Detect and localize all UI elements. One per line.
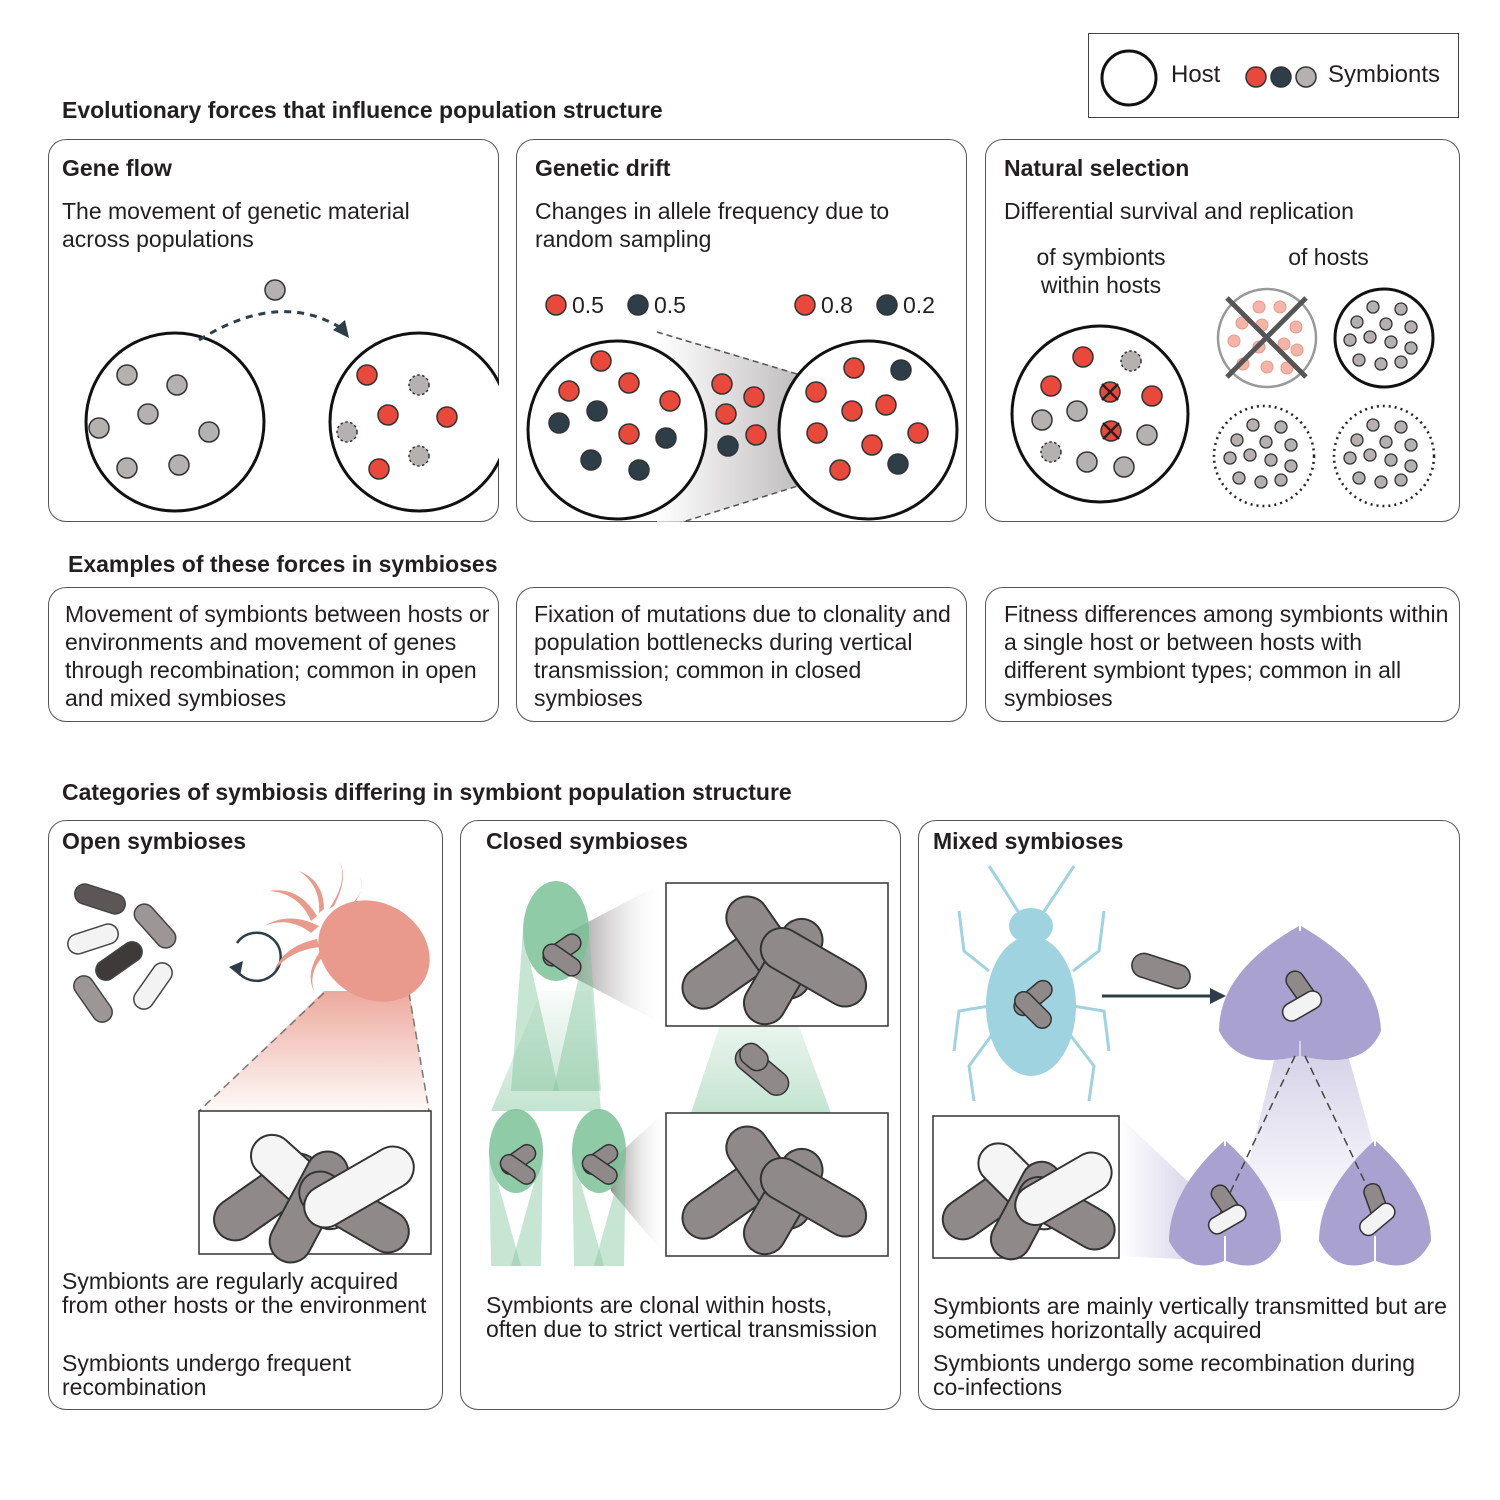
within-hosts-label: of symbionts within hosts [1036,244,1166,298]
legend-symbiont-dots [1245,66,1317,88]
mixed-text-1: Symbionts are mainly vertically transmit… [933,1293,1447,1343]
symbiont-dot-icon [876,294,898,316]
cycle-arrow-icon [229,931,282,983]
panel-mixed-symbioses: Mixed symbioses [918,820,1460,1410]
host-circle-icon [777,339,959,521]
gene-flow-description: The movement of genetic material across … [62,198,410,252]
closed-symbioses-title: Closed symbioses [486,828,688,854]
bacterium-rod-icon [67,883,177,1023]
open-symbioses-title: Open symbioses [62,828,247,854]
gene-flow-illustration [84,279,499,513]
open-text-2: Symbionts undergo frequent recombination [62,1350,351,1400]
symbiont-dot-icon [794,294,816,316]
example-gene-flow-text: Movement of symbionts between hosts or e… [65,601,490,711]
octopus-icon [264,861,430,1002]
section-examples-heading: Examples of these forces in symbioses [68,551,498,577]
symbiont-dot-icon [545,294,567,316]
mixed-text-2: Symbionts undergo some recombination dur… [933,1350,1415,1400]
cross-icon [1099,381,1121,403]
example-natural-selection: Fitness differences among symbionts with… [985,587,1460,722]
panel-natural-selection: Natural selection Differential survival … [985,139,1460,522]
panel-closed-symbioses: Closed symbioses [460,820,901,1410]
legend-host-label: Host [1171,61,1221,88]
panel-genetic-drift: Genetic drift Changes in allele frequenc… [516,139,967,522]
cicada-icon [572,1109,626,1266]
mixed-symbioses-illustration [932,865,1431,1266]
freq-after-red: 0.8 [821,292,853,318]
gene-flow-title: Gene flow [62,155,172,181]
natural-selection-title: Natural selection [1004,155,1190,181]
symbiont-dot-icon [1245,66,1267,88]
freq-after-dark: 0.2 [903,292,935,318]
example-genetic-drift-text: Fixation of mutations due to clonality a… [534,601,951,711]
genetic-drift-description: Changes in allele frequency due to rando… [535,198,890,252]
example-gene-flow: Movement of symbionts between hosts or e… [48,587,499,722]
open-text-1: Symbionts are regularly acquired from ot… [62,1268,427,1318]
symbiont-dot-icon [1295,66,1317,88]
freq-before-dark: 0.5 [654,292,686,318]
closed-symbioses-illustration [489,881,889,1266]
cross-icon [1100,420,1122,442]
of-hosts-label: of hosts [1288,244,1369,270]
freq-before-red: 0.5 [572,292,604,318]
host-circle-icon [84,331,266,513]
example-natural-selection-text: Fitness differences among symbionts with… [1004,601,1449,711]
legend-symbionts-label: Symbionts [1328,61,1441,88]
cicada-icon [489,1109,543,1266]
symbiont-dot-icon [1270,66,1292,88]
host-circle-icon [1100,49,1158,107]
legend-box: Host Symbionts [1088,33,1459,118]
open-symbioses-illustration [67,861,432,1264]
symbiont-dot-icon [627,294,649,316]
natural-selection-illustration [1010,287,1436,508]
genetic-drift-title: Genetic drift [535,155,671,181]
closed-text-1: Symbionts are clonal within hosts, often… [486,1292,878,1342]
example-genetic-drift: Fixation of mutations due to clonality a… [516,587,967,722]
moth-icon [1319,1141,1431,1266]
aphid-icon [952,865,1111,1102]
cross-icon [1225,296,1308,379]
section-categories-heading: Categories of symbiosis differing in sym… [62,779,792,805]
host-circle-icon [328,331,499,513]
panel-gene-flow: Gene flow The movement of genetic materi… [48,139,499,522]
moth-icon [1169,1141,1281,1266]
section-forces-heading: Evolutionary forces that influence popul… [62,97,663,123]
mixed-symbioses-title: Mixed symbioses [933,828,1124,854]
genetic-drift-illustration: 0.5 0.5 0.8 0.2 [526,292,959,522]
natural-selection-description: Differential survival and replication [1004,198,1354,224]
panel-open-symbioses: Open symbioses [48,820,443,1410]
